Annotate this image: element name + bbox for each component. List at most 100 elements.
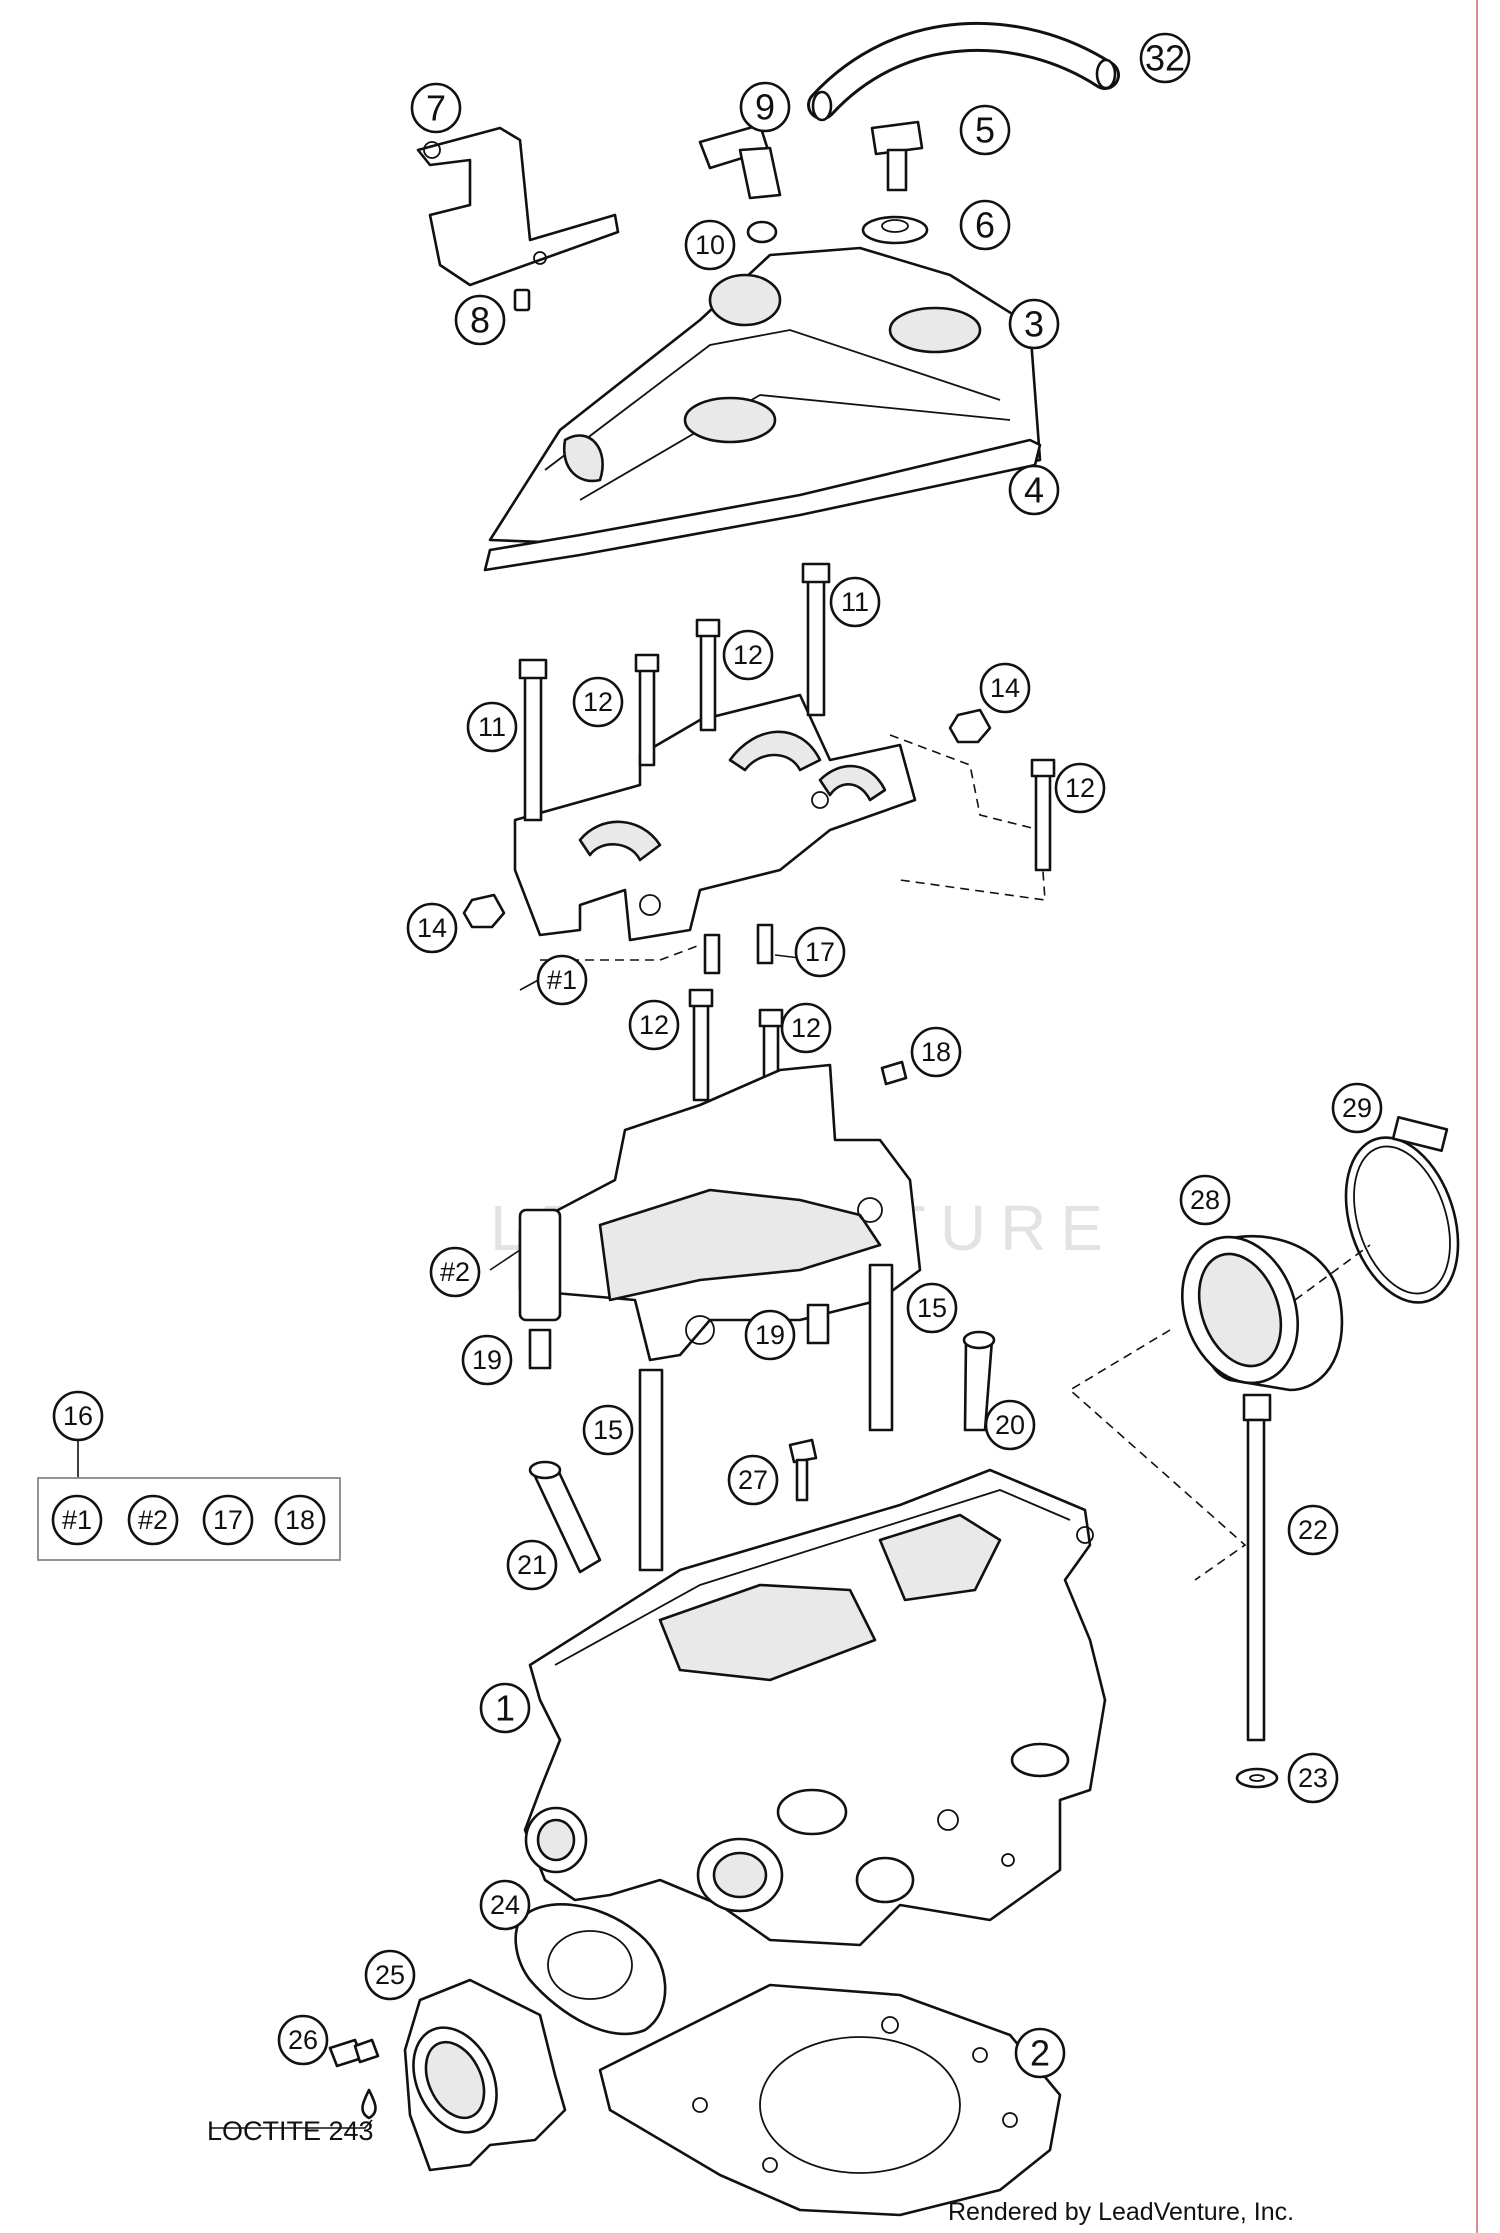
- kit-item-hash-1: #1: [51, 1494, 103, 1546]
- valve-cover-gasket-part: [483, 438, 1042, 572]
- cylinder-head-part: [523, 1468, 1107, 1947]
- svg-text:18: 18: [285, 1505, 315, 1535]
- kit-item-18: 18: [274, 1494, 326, 1546]
- svg-text:16: 16: [63, 1401, 93, 1431]
- callout-19-left: 19: [461, 1334, 513, 1386]
- svg-text:28: 28: [1190, 1185, 1220, 1215]
- kit-contents-box: #1 #2 17 18: [37, 1477, 341, 1561]
- svg-text:15: 15: [593, 1415, 623, 1445]
- small-screw-part: [880, 1060, 908, 1086]
- hose-part: [807, 22, 1120, 122]
- valve-guide-part: [528, 1330, 996, 1574]
- credit-text: Rendered by LeadVenture, Inc.: [948, 2198, 1294, 2226]
- callout-27: 27: [727, 1454, 779, 1506]
- washer-part: [1235, 1767, 1279, 1789]
- callout-12-lower-left: 12: [628, 999, 680, 1051]
- loctite-note: LOCTITE 243: [207, 2116, 374, 2146]
- callout-12-top: 12: [722, 629, 774, 681]
- kit-item-17: 17: [202, 1494, 254, 1546]
- callout-12-left: 12: [572, 676, 624, 728]
- callout-14-left: 14: [406, 902, 458, 954]
- svg-text:12: 12: [791, 1013, 821, 1043]
- callout-hash-1: #1: [536, 954, 588, 1006]
- svg-text:24: 24: [490, 1890, 520, 1920]
- svg-text:8: 8: [470, 300, 490, 341]
- callout-15-left: 15: [582, 1404, 634, 1456]
- callout-12-right: 12: [1054, 762, 1106, 814]
- callout-7: 7: [410, 82, 462, 134]
- callout-6: 6: [959, 199, 1011, 251]
- svg-text:32: 32: [1145, 38, 1185, 79]
- long-through-bolt-part: [1242, 1393, 1272, 1742]
- callout-21: 21: [506, 1539, 558, 1591]
- svg-text:1: 1: [495, 1688, 515, 1729]
- head-gasket-part: [598, 1983, 1062, 2217]
- callout-32: 32: [1139, 32, 1191, 84]
- svg-text:17: 17: [805, 937, 835, 967]
- svg-text:19: 19: [755, 1320, 785, 1350]
- svg-text:14: 14: [990, 673, 1020, 703]
- svg-text:12: 12: [583, 687, 613, 717]
- callout-1: 1: [479, 1682, 531, 1734]
- svg-text:20: 20: [995, 1410, 1025, 1440]
- svg-text:12: 12: [733, 640, 763, 670]
- svg-text:17: 17: [213, 1505, 243, 1535]
- callout-25: 25: [364, 1949, 416, 2001]
- callout-16: 16: [52, 1390, 104, 1442]
- callout-5: 5: [959, 104, 1011, 156]
- svg-text:26: 26: [288, 2025, 318, 2055]
- svg-text:5: 5: [975, 110, 995, 151]
- svg-text:6: 6: [975, 205, 995, 246]
- callout-15-right: 15: [906, 1282, 958, 1334]
- callout-10: 10: [684, 219, 736, 271]
- stud-part: [638, 1263, 894, 1572]
- hose-clamp-part: [1344, 1115, 1460, 1304]
- svg-text:#2: #2: [138, 1505, 168, 1535]
- callout-19-right: 19: [744, 1309, 796, 1361]
- intake-flange-part: [403, 1978, 567, 2172]
- svg-text:14: 14: [417, 913, 447, 943]
- callout-12-lower-right: 12: [780, 1002, 832, 1054]
- lower-cam-carrier-part: [518, 1063, 922, 1370]
- svg-text:#1: #1: [547, 965, 577, 995]
- callout-11-left: 11: [466, 701, 518, 753]
- svg-text:25: 25: [375, 1960, 405, 1990]
- svg-text:15: 15: [917, 1293, 947, 1323]
- svg-text:11: 11: [478, 712, 506, 742]
- svg-text:2: 2: [1030, 2033, 1050, 2074]
- kit-item-hash-2: #2: [127, 1494, 179, 1546]
- svg-text:19: 19: [472, 1345, 502, 1375]
- svg-text:9: 9: [755, 87, 775, 128]
- head-bolt-part: [788, 1438, 818, 1502]
- svg-text:21: 21: [517, 1550, 547, 1580]
- svg-text:3: 3: [1024, 304, 1044, 345]
- svg-text:18: 18: [921, 1037, 951, 1067]
- callout-20: 20: [984, 1399, 1036, 1451]
- long-bolt-part: [518, 562, 831, 822]
- callout-24: 24: [479, 1879, 531, 1931]
- svg-text:22: 22: [1298, 1515, 1328, 1545]
- flange-screw-part: [328, 2038, 380, 2068]
- svg-text:23: 23: [1298, 1763, 1328, 1793]
- callout-17: 17: [794, 926, 846, 978]
- intake-gasket-part: [514, 1903, 667, 2036]
- callout-2: 2: [1014, 2027, 1066, 2079]
- callout-hash-2: #2: [429, 1246, 481, 1298]
- grommet-part: [861, 215, 929, 245]
- svg-text:4: 4: [1024, 470, 1044, 511]
- callout-28: 28: [1179, 1174, 1231, 1226]
- cover-bolt-part: [870, 120, 924, 192]
- nut-part: [462, 708, 992, 929]
- callout-18: 18: [910, 1026, 962, 1078]
- bracket-part: [416, 126, 620, 287]
- svg-text:#2: #2: [440, 1257, 470, 1287]
- callout-4: 4: [1008, 464, 1060, 516]
- intake-boot-part: [1181, 1234, 1344, 1392]
- breather-fitting-part: [698, 123, 782, 200]
- screw-part: [513, 288, 531, 312]
- callout-11-right: 11: [829, 576, 881, 628]
- callout-22: 22: [1287, 1504, 1339, 1556]
- callout-29: 29: [1331, 1082, 1383, 1134]
- callout-8: 8: [454, 294, 506, 346]
